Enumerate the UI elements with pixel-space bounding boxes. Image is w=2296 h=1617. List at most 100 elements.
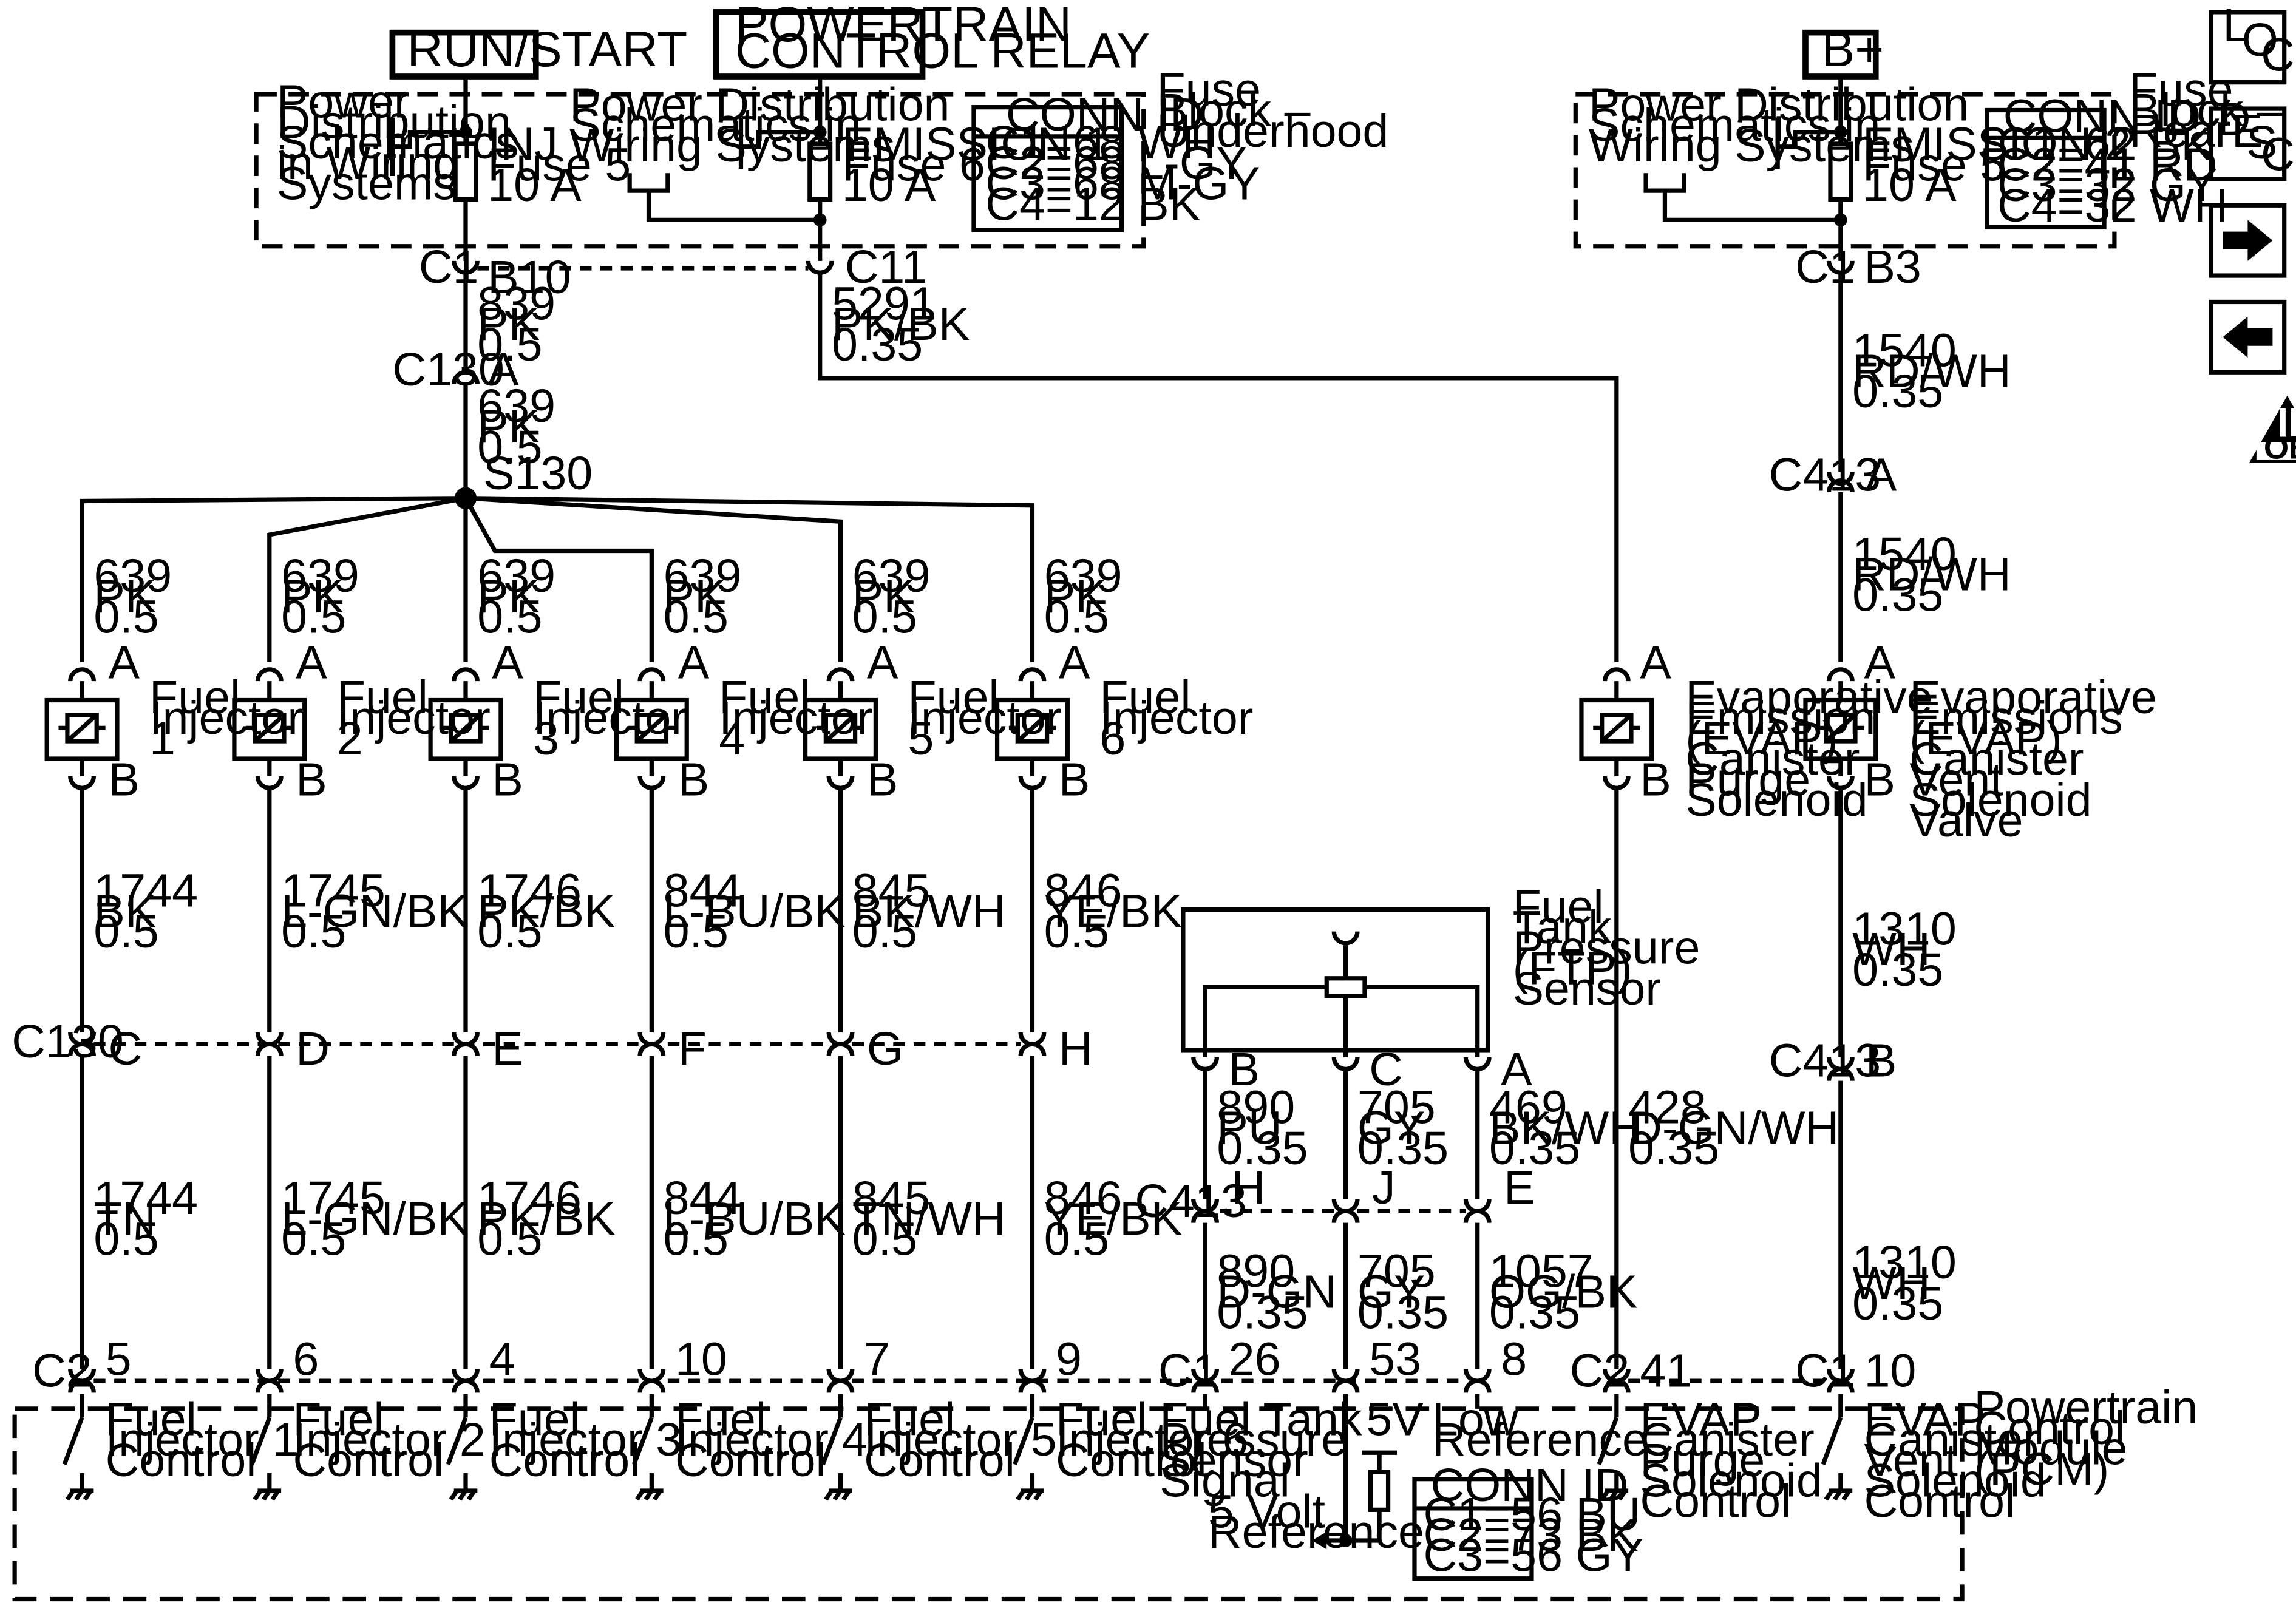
evap-vent-name-2: (EVAP) bbox=[1909, 713, 2062, 765]
c1-underhood-label: C1 bbox=[419, 241, 479, 293]
next-button-frame bbox=[2209, 203, 2287, 278]
injector-3-pin-b: B bbox=[492, 753, 523, 805]
conn-pcm-row2: C2=73 BK bbox=[1423, 1509, 1638, 1561]
loc-button[interactable]: L O C bbox=[2211, 0, 2295, 83]
pds-left-3: Schematics bbox=[277, 117, 519, 169]
injector-4-coil-diag bbox=[635, 713, 668, 743]
pds-left-4: in Wiring bbox=[277, 137, 459, 189]
evap-vent-pin-b: B bbox=[1864, 753, 1895, 805]
injector-5-feed-num: 639 bbox=[852, 550, 931, 602]
injector-4-ground-hatch-1 bbox=[635, 1489, 645, 1501]
emission2-fuse-3: 10 A bbox=[1863, 159, 1957, 211]
injector-1-sw-blade bbox=[62, 1417, 84, 1465]
injector-2-coil-diag bbox=[253, 713, 286, 743]
evap-vent-conn-a bbox=[1826, 667, 1855, 682]
evap-vent-name-1: Emissions bbox=[1909, 692, 2123, 744]
ftp-col-2-upper-wire-1: GY bbox=[1357, 1102, 1425, 1154]
injector-3-c130-pin: E bbox=[492, 1023, 523, 1075]
ftp-col-2-sensor-conn bbox=[1331, 1057, 1360, 1071]
ftp-col-2-c413-pin: J bbox=[1372, 1162, 1396, 1214]
ftp-col-1-upper-wire-1: PU bbox=[1217, 1102, 1282, 1154]
injector-2-pcm-lower bbox=[255, 1378, 284, 1393]
c413-ftp-label: C413 bbox=[1135, 1175, 1246, 1227]
injector-5-c130-lower bbox=[826, 1042, 855, 1056]
injector-4-pcm-lower bbox=[637, 1378, 666, 1393]
five-volt-arrow-icon bbox=[1312, 1531, 1327, 1550]
ftp-col-1-lower-wire-1: D-GN bbox=[1217, 1266, 1336, 1318]
injector-1-pin-b: B bbox=[108, 753, 139, 805]
w428-2: 0.35 bbox=[1628, 1122, 1719, 1175]
loc-letter-o: O bbox=[2242, 14, 2278, 66]
conn-underhood-row3: C3=68 M-GY bbox=[985, 158, 1260, 210]
injector-4-ground-hatch-3 bbox=[653, 1489, 662, 1501]
evap-vent-ground-hatch-1 bbox=[1824, 1489, 1834, 1501]
c1-ftp-label: C1 bbox=[1158, 1345, 1218, 1397]
prev-page-button[interactable] bbox=[2211, 302, 2284, 372]
evap-vent-pcm-label-4: Control bbox=[1864, 1475, 2015, 1527]
injector-1-ground-hatch-3 bbox=[83, 1489, 93, 1501]
w1310-upper-2: 0.35 bbox=[1852, 944, 1943, 996]
injector-5-coil-diag bbox=[824, 713, 857, 743]
component-columns: 639PK0.5ABFuelInjector11744BK0.5C1744TN0… bbox=[44, 550, 2157, 1527]
w428-0: 428 bbox=[1628, 1082, 1707, 1134]
injector-6-name-2: 6 bbox=[1099, 713, 1126, 765]
injector-6-pcm-pin: 9 bbox=[1056, 1333, 1082, 1385]
injector-5-conn-a bbox=[826, 667, 855, 682]
evap-vent-pcm-label-3: Solenoid bbox=[1864, 1455, 2046, 1507]
injector-1-conn-a bbox=[68, 667, 96, 682]
evap-purge-sw-blade bbox=[1597, 1417, 1619, 1465]
desc-letter-e: E bbox=[2232, 105, 2263, 157]
injector-1-coil-diag bbox=[66, 713, 98, 743]
conn-pcm-row3: C3=56 GY bbox=[1423, 1530, 1643, 1582]
injector-6-low-wire-1: YE/BK bbox=[1044, 1193, 1182, 1245]
injector-2-low-wire-1: L-GN/BK bbox=[281, 1193, 469, 1245]
injector-3-pcm-label-2: Control bbox=[489, 1434, 640, 1486]
ftp-col-1-pcm-pin: 26 bbox=[1229, 1333, 1281, 1385]
injector-2-c130-lower bbox=[255, 1042, 284, 1056]
emission1-fuse-1: EMISSION 1 bbox=[842, 118, 1110, 170]
injector-5-conn-b bbox=[826, 776, 855, 790]
injector-5-low-wire-0: 845 bbox=[852, 1172, 931, 1224]
c2-left-label: C2 bbox=[32, 1345, 92, 1397]
run-start-label: RUN/START bbox=[407, 22, 688, 77]
injector-4-mid-wire-0: 844 bbox=[664, 865, 742, 917]
injector-5-ground-hatch-2 bbox=[832, 1489, 843, 1501]
c130-top-pin: A bbox=[487, 344, 519, 396]
injector-5-ground-hatch-1 bbox=[824, 1489, 834, 1501]
injector-1-c130-lower bbox=[68, 1042, 96, 1056]
injector-5-pcm-pin: 7 bbox=[864, 1333, 890, 1385]
evap-purge-pcm-label-1: Canister bbox=[1640, 1414, 1814, 1466]
injector-2-pcm-label-0: Fuel bbox=[293, 1393, 384, 1445]
injector-5-pin-b: B bbox=[867, 753, 898, 805]
evap-vent-pcm-label-1: Canister bbox=[1864, 1414, 2038, 1466]
injector-6-mid-wire-2: 0.5 bbox=[1044, 906, 1109, 958]
injector-3-low-wire-1: PK/BK bbox=[477, 1193, 615, 1245]
evap-purge-pcm-label-2: Purge bbox=[1640, 1434, 1765, 1486]
next-page-button[interactable] bbox=[2211, 205, 2284, 276]
injector-3-ground-hatch-1 bbox=[449, 1489, 459, 1501]
injector-4-pcm-label-0: Fuel bbox=[675, 1393, 766, 1445]
arrow-right-icon bbox=[2223, 220, 2273, 261]
inj-fuse-3: 10 A bbox=[487, 159, 582, 211]
obd-ii-button[interactable]: II OBD II bbox=[2249, 395, 2296, 466]
ftp-col-1-upper-wire-0: 890 bbox=[1217, 1082, 1295, 1134]
conn-underhood-row4: C4=12 BK bbox=[985, 178, 1200, 230]
injector-3-mid-wire-2: 0.5 bbox=[477, 906, 542, 958]
evap-purge-pcm-label-0: EVAP bbox=[1640, 1393, 1761, 1445]
injector-3-c130-lower bbox=[452, 1042, 480, 1056]
desc-button[interactable]: D E S C bbox=[2211, 93, 2295, 180]
ftp-col-3-lower-wire-0: 1057 bbox=[1489, 1246, 1594, 1298]
injector-3-low-wire-0: 1746 bbox=[477, 1172, 582, 1224]
injector-5-pcm-label-0: Fuel bbox=[864, 1393, 955, 1445]
injector-2-pin-a: A bbox=[296, 636, 327, 688]
injector-4-pin-a: A bbox=[678, 636, 710, 688]
evap-purge-ground-hatch-1 bbox=[1600, 1489, 1610, 1501]
prev-button-frame bbox=[2209, 299, 2287, 375]
evap-vent-ground-hatch-3 bbox=[1841, 1489, 1852, 1501]
injector-5-mid-wire-1: BK/WH bbox=[852, 885, 1006, 937]
injector-4-name-2: 4 bbox=[719, 713, 745, 765]
pds-left-2: Distribution bbox=[277, 96, 511, 148]
evap-vent-c413-lower bbox=[1826, 1066, 1855, 1081]
injector-1-low-wire-1: TN bbox=[93, 1193, 156, 1245]
injector-3-feed-num: 639 bbox=[477, 550, 555, 602]
